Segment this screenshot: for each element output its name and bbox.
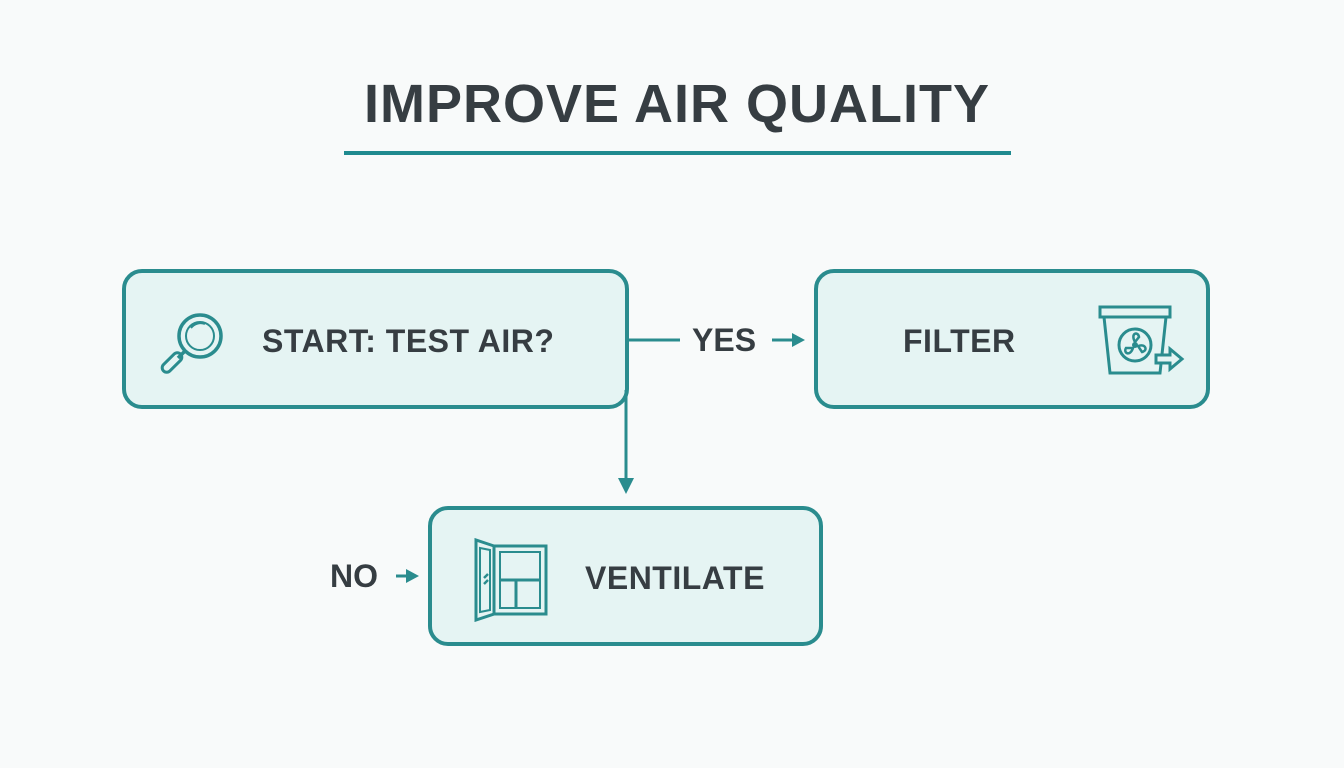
open-window-icon <box>474 538 548 622</box>
edge-label-no: NO <box>330 558 378 594</box>
magnifier-icon <box>160 313 223 374</box>
node-ventilate: VENTILATE <box>428 506 823 646</box>
node-ventilate-label: VENTILATE <box>585 560 765 596</box>
air-filter-fan-icon <box>1098 305 1185 375</box>
down-arrowhead <box>618 478 634 494</box>
node-start-label: START: TEST AIR? <box>262 323 555 359</box>
title-underline <box>344 151 1011 155</box>
diagram-title: IMPROVE AIR QUALITY <box>363 74 991 134</box>
edge-label-yes: YES <box>692 322 757 358</box>
node-filter: FILTER <box>814 269 1210 409</box>
node-filter-label: FILTER <box>903 323 1016 359</box>
node-start: START: TEST AIR? <box>122 269 629 409</box>
no-arrowhead <box>406 569 419 583</box>
yes-arrowhead <box>792 333 805 347</box>
